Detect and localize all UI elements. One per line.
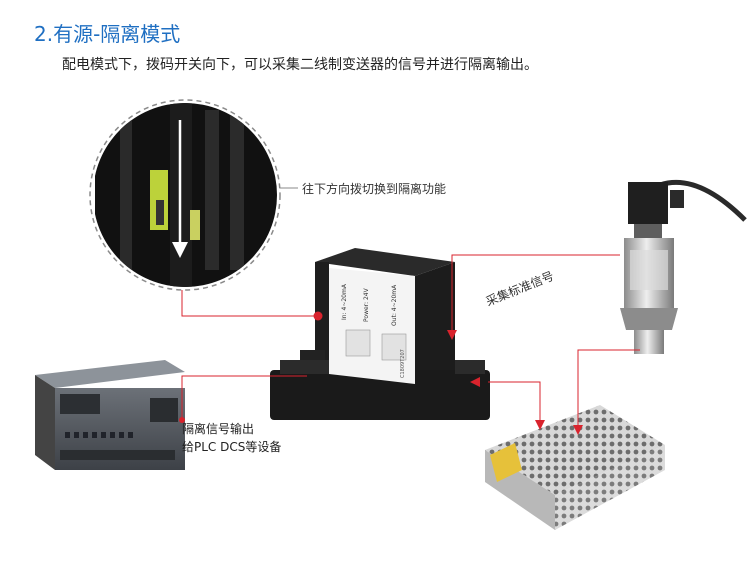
arrow-to-supply-sensor-icon [573,425,583,435]
arrow-to-power-supply-icon [535,420,545,430]
page-subtitle: 配电模式下，拨码开关向下，可以采集二线制变送器的信号并进行隔离输出。 [62,57,538,73]
output-label-line2: 给PLC DCS等设备 [182,440,282,454]
wiring-lines [181,254,640,425]
power-supply [485,405,665,530]
module-serial-label: C1809T207 [400,349,406,378]
output-label: 隔离信号输出 给PLC DCS等设备 [182,420,281,456]
module-in-label: In: 4~20mA [341,283,348,320]
connection-dot-switch [313,311,323,321]
collect-signal-label: 采集标准信号 [484,268,556,309]
switch-zoom-view [89,99,281,291]
isolator-module: In: 4~20mA Power: 24V Out: 4~20mA C1809T… [270,248,490,420]
arrow-down-icon [172,120,188,258]
pressure-transmitter [620,179,747,354]
arrow-to-module-input-icon [447,330,457,340]
switch-hint-label: 往下方向拨切换到隔离功能 [302,182,447,196]
arrow-to-module-power-icon [470,377,480,387]
plc-device [35,360,185,470]
connection-dot-plc [179,417,185,423]
module-power-label: Power: 24V [363,287,370,322]
output-label-line1: 隔离信号输出 [182,422,255,436]
module-out-label: Out: 4~20mA [391,284,398,326]
page-title: 2.有源-隔离模式 [34,22,181,46]
